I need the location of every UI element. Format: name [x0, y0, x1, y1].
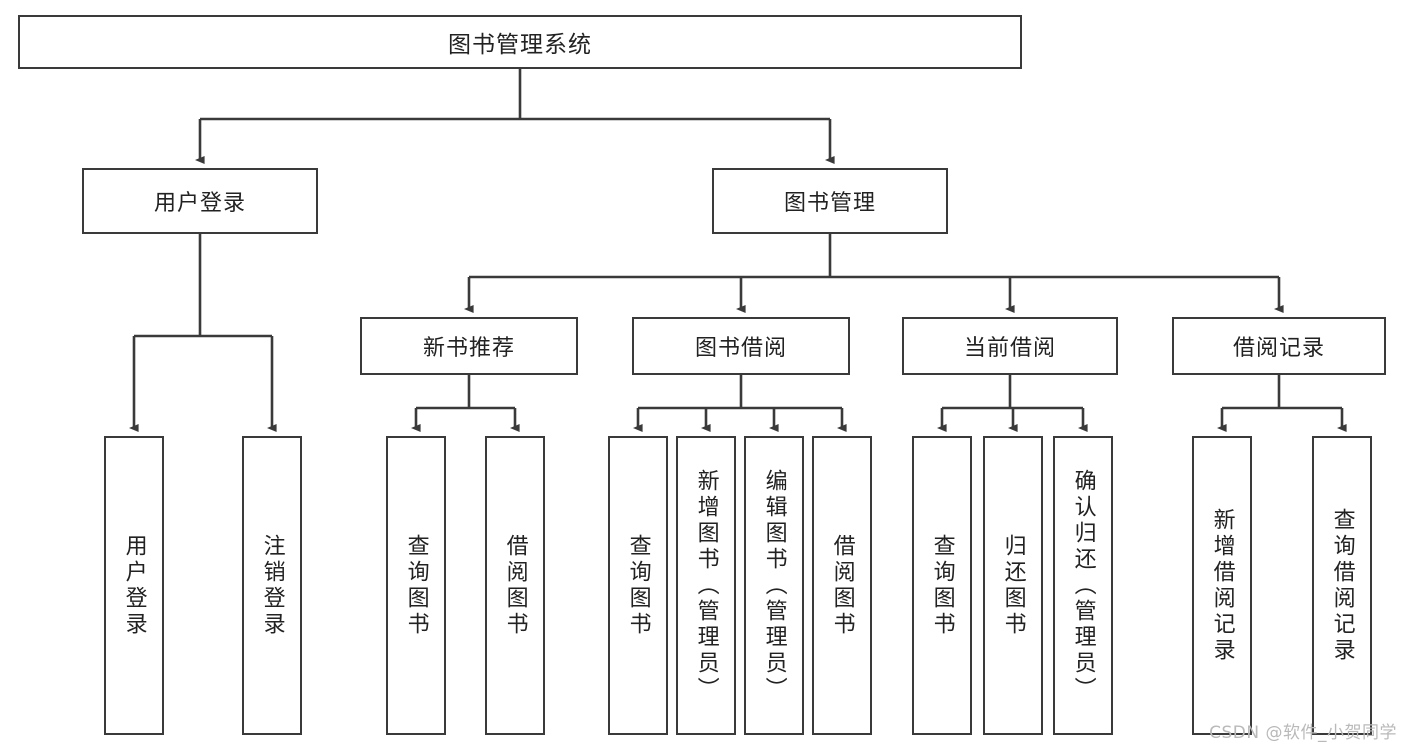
leaf-recommend-borrow-book-label: 借阅图书 — [502, 533, 528, 638]
leaf-borrow-add-book-admin[interactable]: 新增图书（管理员） — [676, 436, 736, 735]
leaf-borrow-edit-book-admin[interactable]: 编辑图书（管理员） — [744, 436, 804, 735]
leaf-borrow-borrow-book[interactable]: 借阅图书 — [812, 436, 872, 735]
node-borrow-record[interactable]: 借阅记录 — [1172, 317, 1386, 375]
node-root[interactable]: 图书管理系统 — [18, 15, 1022, 69]
node-book-management[interactable]: 图书管理 — [712, 168, 948, 234]
leaf-current-confirm-return-admin-label: 确认归还（管理员） — [1070, 468, 1096, 703]
leaf-user-login[interactable]: 用户登录 — [104, 436, 164, 735]
node-current-borrow[interactable]: 当前借阅 — [902, 317, 1118, 375]
node-new-book-recommend[interactable]: 新书推荐 — [360, 317, 578, 375]
leaf-record-add-borrow-record[interactable]: 新增借阅记录 — [1192, 436, 1252, 735]
node-borrow-record-label: 借阅记录 — [1232, 336, 1325, 361]
node-book-borrow[interactable]: 图书借阅 — [632, 317, 850, 375]
leaf-recommend-query-book[interactable]: 查询图书 — [386, 436, 446, 735]
leaf-record-query-borrow-record-label: 查询借阅记录 — [1329, 507, 1355, 664]
leaf-current-query-book-label: 查询图书 — [929, 533, 955, 638]
node-book-borrow-label: 图书借阅 — [694, 336, 787, 361]
leaf-borrow-add-book-admin-label: 新增图书（管理员） — [693, 468, 719, 703]
leaf-user-logout[interactable]: 注销登录 — [242, 436, 302, 735]
leaf-borrow-edit-book-admin-label: 编辑图书（管理员） — [761, 468, 787, 703]
leaf-borrow-borrow-book-label: 借阅图书 — [829, 533, 855, 638]
node-user-login[interactable]: 用户登录 — [82, 168, 318, 234]
node-user-login-label: 用户登录 — [153, 191, 246, 216]
leaf-recommend-borrow-book[interactable]: 借阅图书 — [485, 436, 545, 735]
leaf-current-confirm-return-admin[interactable]: 确认归还（管理员） — [1053, 436, 1113, 735]
node-book-management-label: 图书管理 — [783, 191, 876, 216]
leaf-current-return-book[interactable]: 归还图书 — [983, 436, 1043, 735]
leaf-recommend-query-book-label: 查询图书 — [403, 533, 429, 638]
node-new-book-recommend-label: 新书推荐 — [422, 336, 515, 361]
csdn-watermark: CSDN @软件_小贺同学 — [1209, 723, 1397, 743]
node-current-borrow-label: 当前借阅 — [963, 336, 1056, 361]
leaf-record-add-borrow-record-label: 新增借阅记录 — [1209, 507, 1235, 664]
leaf-current-return-book-label: 归还图书 — [1000, 533, 1026, 638]
leaf-borrow-query-book[interactable]: 查询图书 — [608, 436, 668, 735]
leaf-borrow-query-book-label: 查询图书 — [625, 533, 651, 638]
node-root-label: 图书管理系统 — [448, 32, 592, 58]
leaf-current-query-book[interactable]: 查询图书 — [912, 436, 972, 735]
leaf-user-logout-label: 注销登录 — [259, 533, 285, 638]
leaf-record-query-borrow-record[interactable]: 查询借阅记录 — [1312, 436, 1372, 735]
leaf-user-login-label: 用户登录 — [121, 533, 147, 638]
